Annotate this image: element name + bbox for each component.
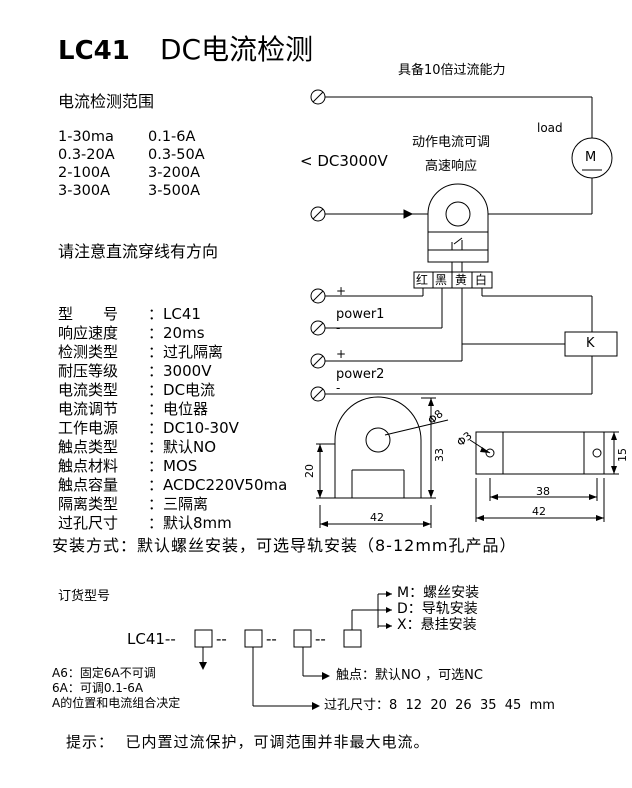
spec-key: 触点容量 (58, 476, 119, 494)
motor-icon (571, 137, 613, 179)
install-note: 安装方式：默认螺丝安装，可选导轨安装（8-12mm孔产品） (52, 536, 517, 555)
wire-black-label: 黑 (435, 273, 448, 287)
spec-row: 检测类型：过孔隔离 (58, 343, 224, 361)
spec-row: 隔离类型：三隔离 (58, 495, 209, 513)
motor-label: M (585, 150, 597, 165)
power1-label: power1 (336, 307, 385, 322)
voltage-label: < DC3000V (300, 152, 388, 170)
order-hole-sizes: 过孔尺寸：8 12 20 26 35 45 mm (324, 698, 555, 713)
range-table: 1-30ma 0.1-6A 0.3-20A 0.3-50A 2-100A 3-2… (58, 130, 258, 202)
tip-note: 提示： 已内置过流保护，可调范围并非最大电流。 (66, 733, 430, 751)
direction-note: 请注意直流穿线有方向 (58, 242, 219, 261)
product-title: DC电流检测 (160, 33, 314, 66)
spec-value: LC41 (163, 305, 201, 323)
range-row: 1-30ma 0.1-6A (58, 130, 258, 148)
spec-key: 隔离类型 (58, 495, 119, 513)
spec-value: 3000V (163, 362, 212, 380)
spec-value: 过孔隔离 (163, 343, 224, 361)
order-mount-m: M：螺丝安装 (397, 585, 480, 601)
range-value: 3-300A (58, 183, 111, 199)
fast-label: 高速响应 (425, 159, 478, 174)
range-heading: 电流检测范围 (58, 92, 155, 111)
spec-row: 响应速度：20ms (58, 324, 205, 342)
model-title: LC41 (58, 36, 130, 66)
range-row: 2-100A 3-200A (58, 166, 258, 184)
range-row: 3-300A 3-500A (58, 184, 258, 202)
spec-key: 工作电源 (58, 419, 119, 437)
spec-row: 触点类型：默认NO (58, 438, 217, 456)
order-mount-x: X：悬挂安装 (397, 617, 477, 633)
power1-minus: - (336, 321, 341, 335)
dim-42a: 42 (370, 511, 384, 524)
order-mount-d: D：导轨安装 (397, 601, 478, 617)
order-sep-2: -- (266, 630, 277, 648)
order-6a: 6A：可调0.1-6A (52, 681, 144, 695)
spec-value: 20ms (163, 324, 205, 342)
spec-value: MOS (163, 457, 198, 475)
order-prefix: LC41-- (127, 630, 176, 648)
range-value: 0.1-6A (148, 129, 196, 145)
spec-row: 过孔尺寸：默认8mm (58, 514, 232, 532)
relay-label: K (586, 336, 595, 351)
order-sep-1: -- (216, 630, 227, 648)
spec-value: 三隔离 (163, 495, 209, 513)
spec-row: 电流类型：DC电流 (58, 381, 216, 399)
spec-value: 电位器 (163, 400, 209, 418)
range-value: 1-30ma (58, 129, 114, 145)
spec-key: 电流类型 (58, 381, 119, 399)
spec-row: 型 号：LC41 (58, 305, 201, 323)
dim-42b: 42 (532, 505, 546, 518)
spec-key: 电流调节 (58, 400, 119, 418)
wire-white-label: 白 (475, 273, 488, 287)
dim-38: 38 (536, 485, 550, 498)
load-label: load (537, 121, 563, 135)
spec-value: 默认8mm (163, 514, 232, 532)
hole-icon (445, 201, 471, 227)
spec-key: 触点类型 (58, 438, 119, 456)
spec-value: DC电流 (163, 381, 216, 399)
spec-key: 触点材料 (58, 457, 119, 475)
spec-row: 触点材料：MOS (58, 457, 198, 475)
wire-red-label: 红 (416, 273, 429, 287)
range-value: 3-200A (148, 165, 201, 181)
spec-key: 耐压等级 (58, 362, 119, 380)
spec-row: 耐压等级：3000V (58, 362, 212, 380)
spec-key: 过孔尺寸 (58, 514, 119, 532)
spec-key: 响应速度 (58, 324, 119, 342)
range-value: 3-500A (148, 183, 201, 199)
power2-label: power2 (336, 367, 385, 382)
spec-value: ACDC220V50ma (163, 476, 288, 494)
range-value: 2-100A (58, 165, 111, 181)
spec-value: DC10-30V (163, 419, 239, 437)
power2-plus: + (336, 347, 347, 361)
order-heading: 订货型号 (58, 589, 111, 604)
spec-key: 型 号 (58, 305, 119, 323)
spec-row: 电流调节：电位器 (58, 400, 209, 418)
order-sep-3: -- (315, 630, 326, 648)
hole-icon (365, 427, 391, 453)
power2-minus: - (336, 381, 341, 395)
spec-key: 检测类型 (58, 343, 119, 361)
relay-icon (564, 331, 618, 357)
order-contact: 触点：默认NO ，可选NC (336, 668, 483, 683)
order-a6: A6：固定6A不可调 (52, 666, 156, 680)
range-value: 0.3-50A (148, 147, 205, 163)
overload-note: 具备10倍过流能力 (398, 63, 506, 78)
spec-row: 工作电源：DC10-30V (58, 419, 239, 437)
range-value: 0.3-20A (58, 147, 115, 163)
adjust-label: 动作电流可调 (412, 135, 491, 150)
range-row: 0.3-20A 0.3-50A (58, 148, 258, 166)
spec-value: 默认NO (163, 438, 217, 456)
wire-yellow-label: 黄 (455, 273, 468, 287)
spec-row: 触点容量：ACDC220V50ma (58, 476, 288, 494)
order-a-note: A的位置和电流组合决定 (52, 696, 181, 710)
power1-plus: + (336, 284, 347, 298)
